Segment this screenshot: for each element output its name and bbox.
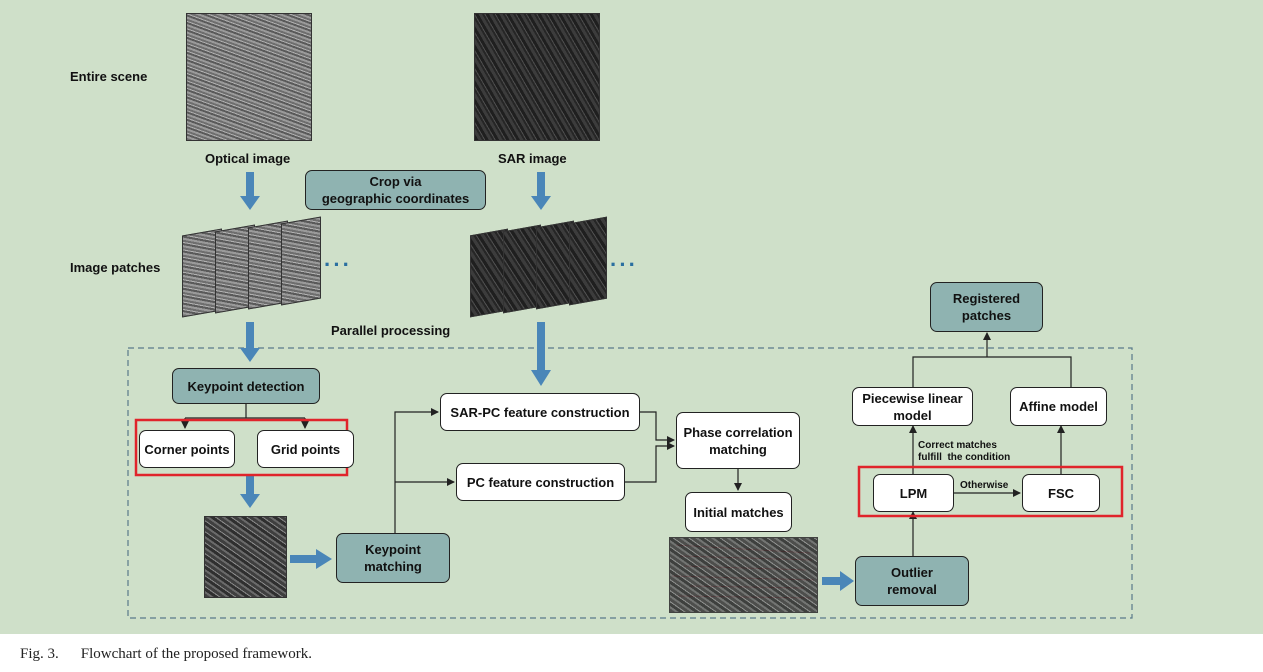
initial-matches-box: Initial matches (685, 492, 792, 532)
sar-patch (569, 216, 607, 306)
registered-patches-box: Registered patches (930, 282, 1043, 332)
caption-text: Flowchart of the proposed framework. (80, 646, 312, 662)
ellipsis-left: ··· (324, 252, 352, 277)
entire-scene-label: Entire scene (70, 69, 148, 84)
optical-image-label: Optical image (205, 151, 291, 166)
fsc-box: FSC (1022, 474, 1100, 512)
highlight-lpm-fsc (857, 465, 1124, 518)
affine-model-box: Affine model (1010, 387, 1107, 426)
sar-scene-image (474, 13, 600, 141)
correct-matches-label: Correct matches fulfill the condition (918, 440, 1011, 463)
otherwise-label: Otherwise (960, 480, 1009, 491)
sar-image-label: SAR image (498, 151, 567, 166)
outlier-removal-box: Outlier removal (855, 556, 969, 606)
keypoint-matching-box: Keypoint matching (336, 533, 450, 583)
sar-pc-feature-box: SAR-PC feature construction (440, 393, 640, 431)
keypoint-detection-box: Keypoint detection (172, 368, 320, 404)
keypoints-thumbnail (204, 516, 287, 598)
parallel-processing-region (127, 347, 1133, 619)
pc-feature-box: PC feature construction (456, 463, 625, 501)
image-patches-label: Image patches (70, 260, 161, 275)
parallel-processing-label: Parallel processing (331, 323, 451, 338)
matches-thumbnail (669, 537, 818, 613)
piecewise-model-box: Piecewise linear model (852, 387, 973, 426)
grid-points-box: Grid points (257, 430, 354, 468)
lpm-box: LPM (873, 474, 954, 512)
caption-number: Fig. 3. (20, 646, 59, 662)
phase-correlation-box: Phase correlation matching (676, 412, 800, 469)
ellipsis-right: ··· (610, 252, 638, 277)
optical-patch (281, 216, 321, 306)
figure-caption: Fig. 3. Flowchart of the proposed framewo… (20, 646, 312, 663)
corner-points-box: Corner points (139, 430, 235, 468)
crop-box: Crop via geographic coordinates (305, 170, 486, 210)
optical-scene-image (186, 13, 312, 141)
flow-arrow-icon (240, 172, 854, 591)
